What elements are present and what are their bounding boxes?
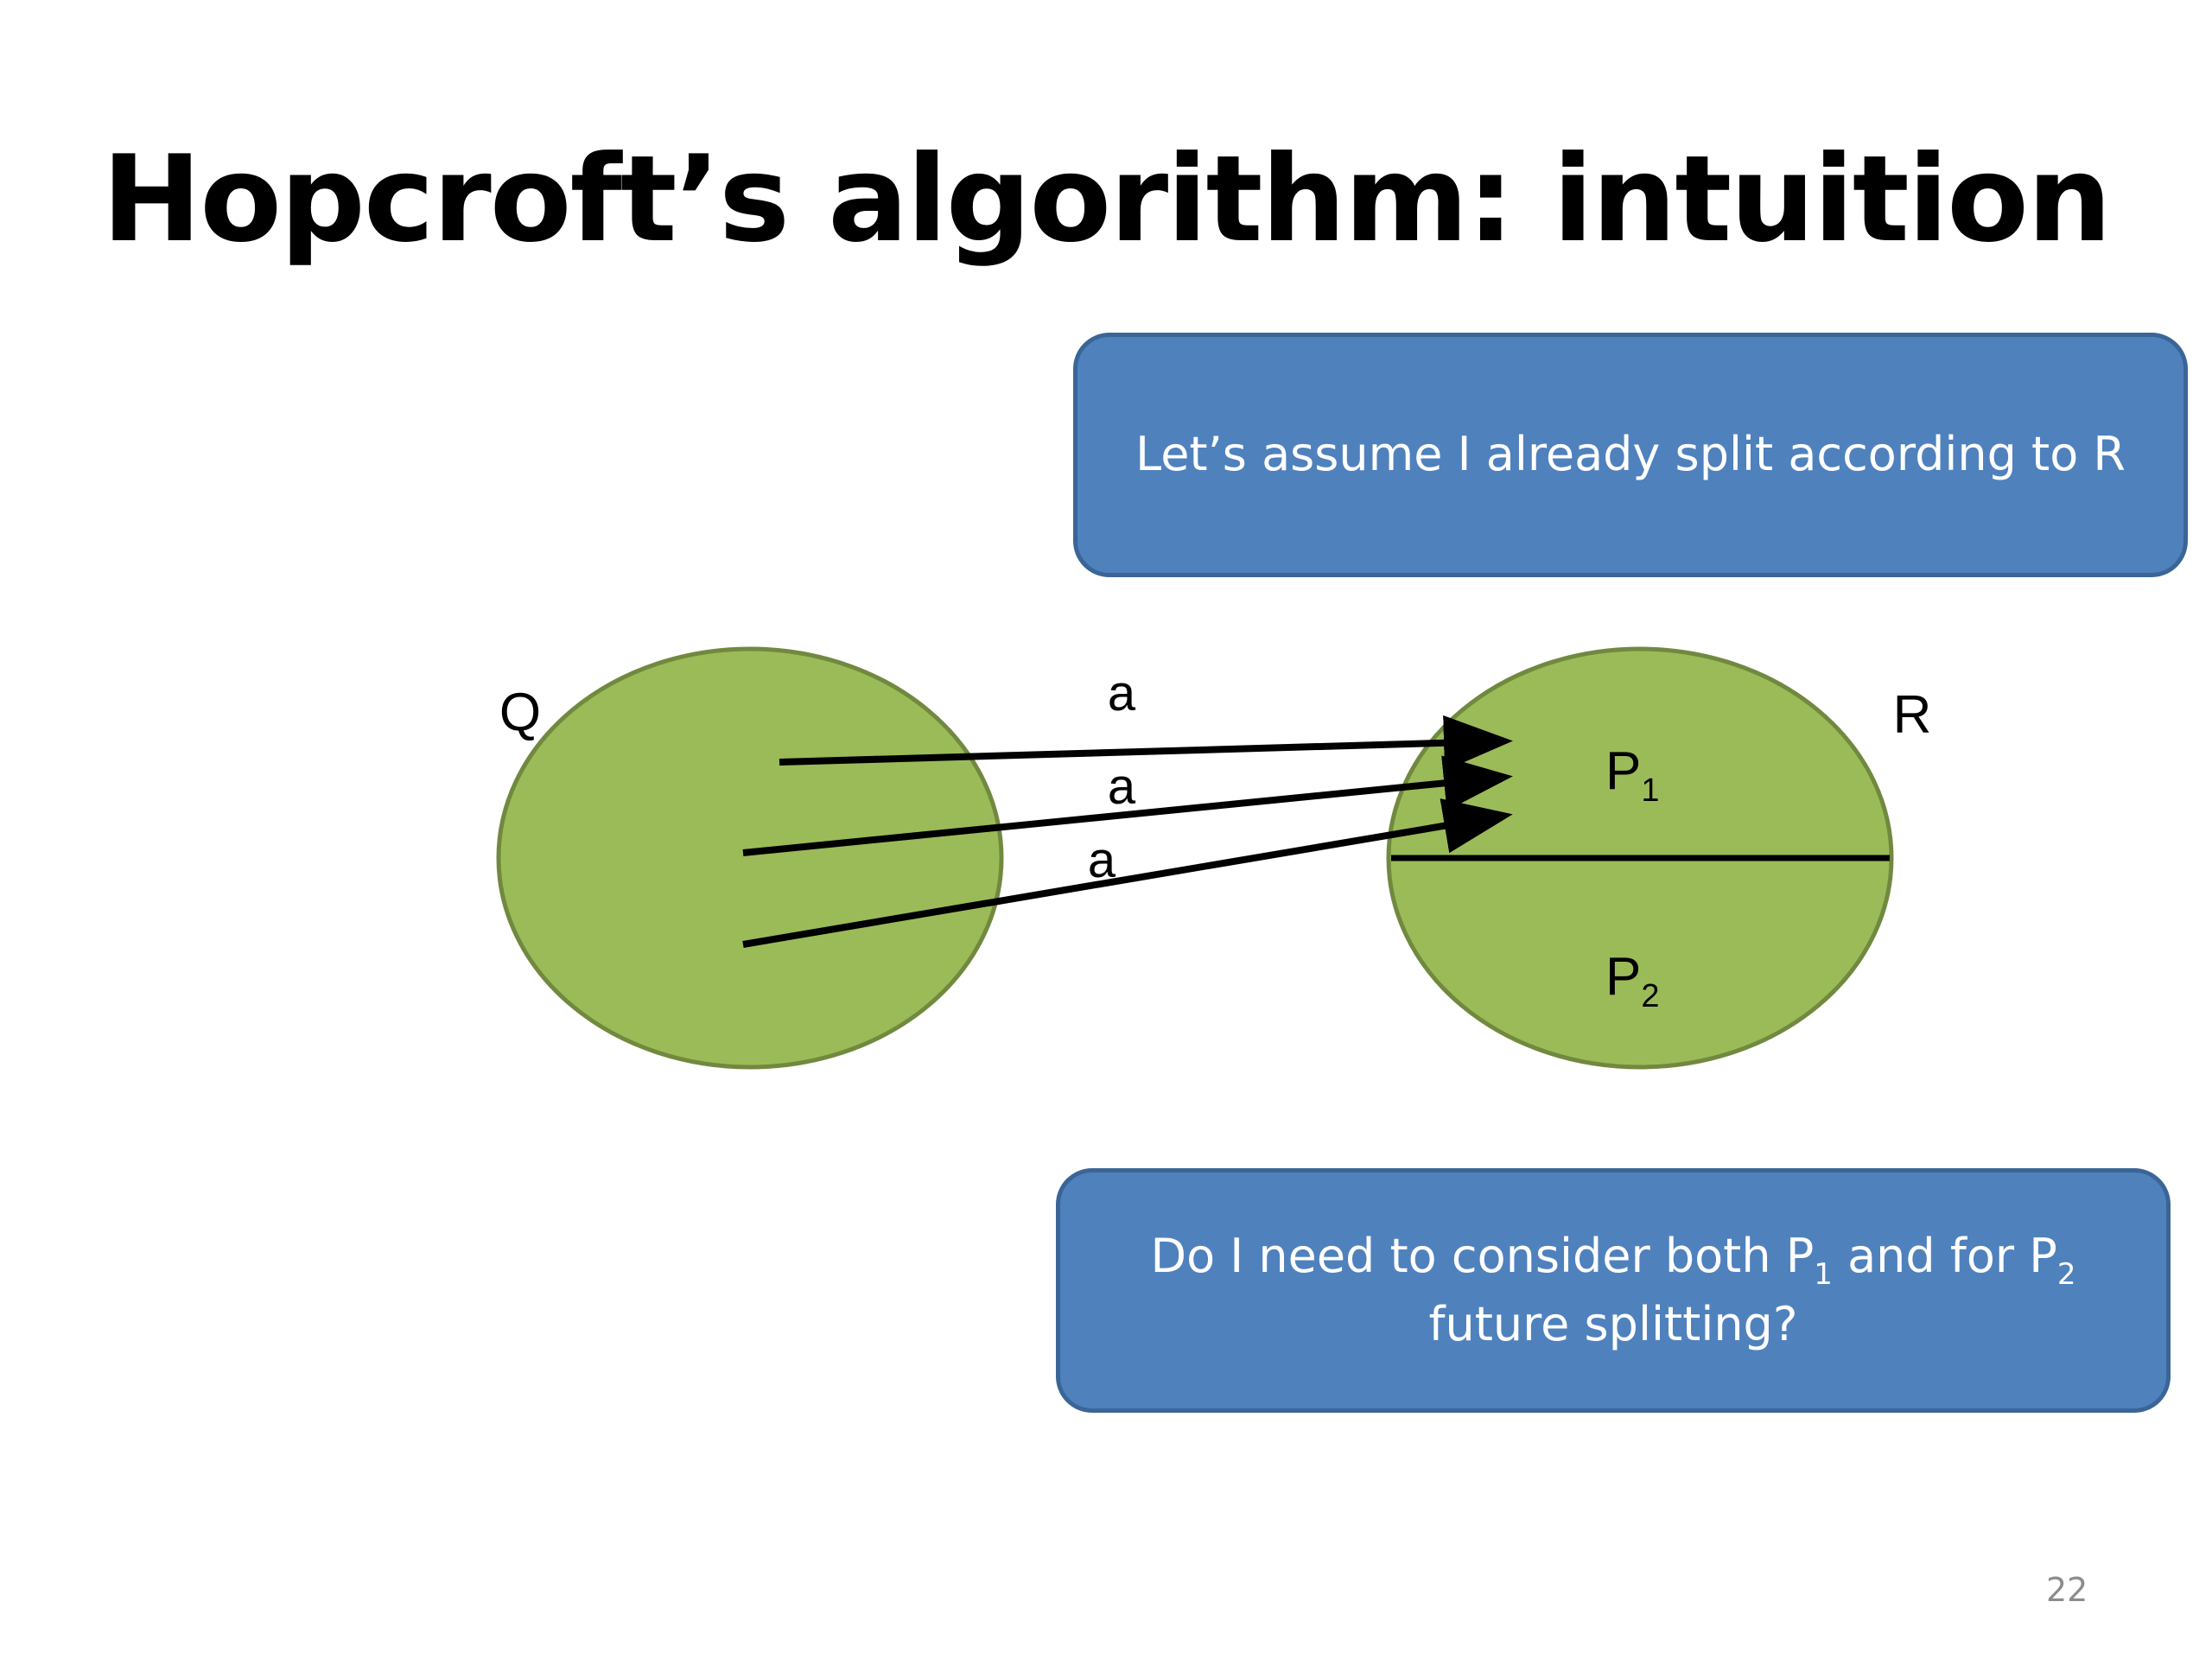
- question-subscript-2: 2: [2056, 1257, 2076, 1293]
- question-text-part3: future splitting?: [1428, 1296, 1798, 1351]
- edge-label-2: a: [1108, 759, 1136, 815]
- partition-p1-subscript: 1: [1641, 772, 1659, 809]
- set-q-label: Q: [499, 683, 541, 742]
- partition-p2-letter: P: [1605, 947, 1641, 1007]
- assumption-callout-text: Let’s assume I already split according t…: [1135, 427, 2126, 482]
- partition-p2-subscript: 2: [1641, 978, 1659, 1014]
- transition-arrow-2: [742, 755, 1513, 856]
- set-r-label: R: [1893, 685, 1932, 745]
- edge-label-3: a: [1088, 832, 1116, 888]
- edge-label-1: a: [1108, 665, 1136, 721]
- set-q-ellipse: [496, 646, 1004, 1070]
- question-text-part1: Do I need to consider both P: [1150, 1229, 1815, 1284]
- partition-p2-label: P2: [1605, 947, 1660, 1014]
- transition-arrow-3: [742, 798, 1513, 948]
- question-callout: Do I need to consider both P1 and for P2…: [1056, 1168, 2171, 1413]
- slide-title: Hopcroft’s algorithm: intuition: [101, 130, 2112, 269]
- transition-arrow-1: [779, 715, 1513, 771]
- question-subscript-1: 1: [1814, 1257, 1833, 1293]
- page-number: 22: [2046, 1571, 2088, 1609]
- partition-p1-label: P1: [1605, 741, 1660, 809]
- question-text-part2: and for P: [1832, 1229, 2057, 1284]
- question-callout-text: Do I need to consider both P1 and for P2…: [1086, 1223, 2140, 1358]
- assumption-callout: Let’s assume I already split according t…: [1073, 333, 2188, 577]
- partition-p1-letter: P: [1605, 741, 1641, 801]
